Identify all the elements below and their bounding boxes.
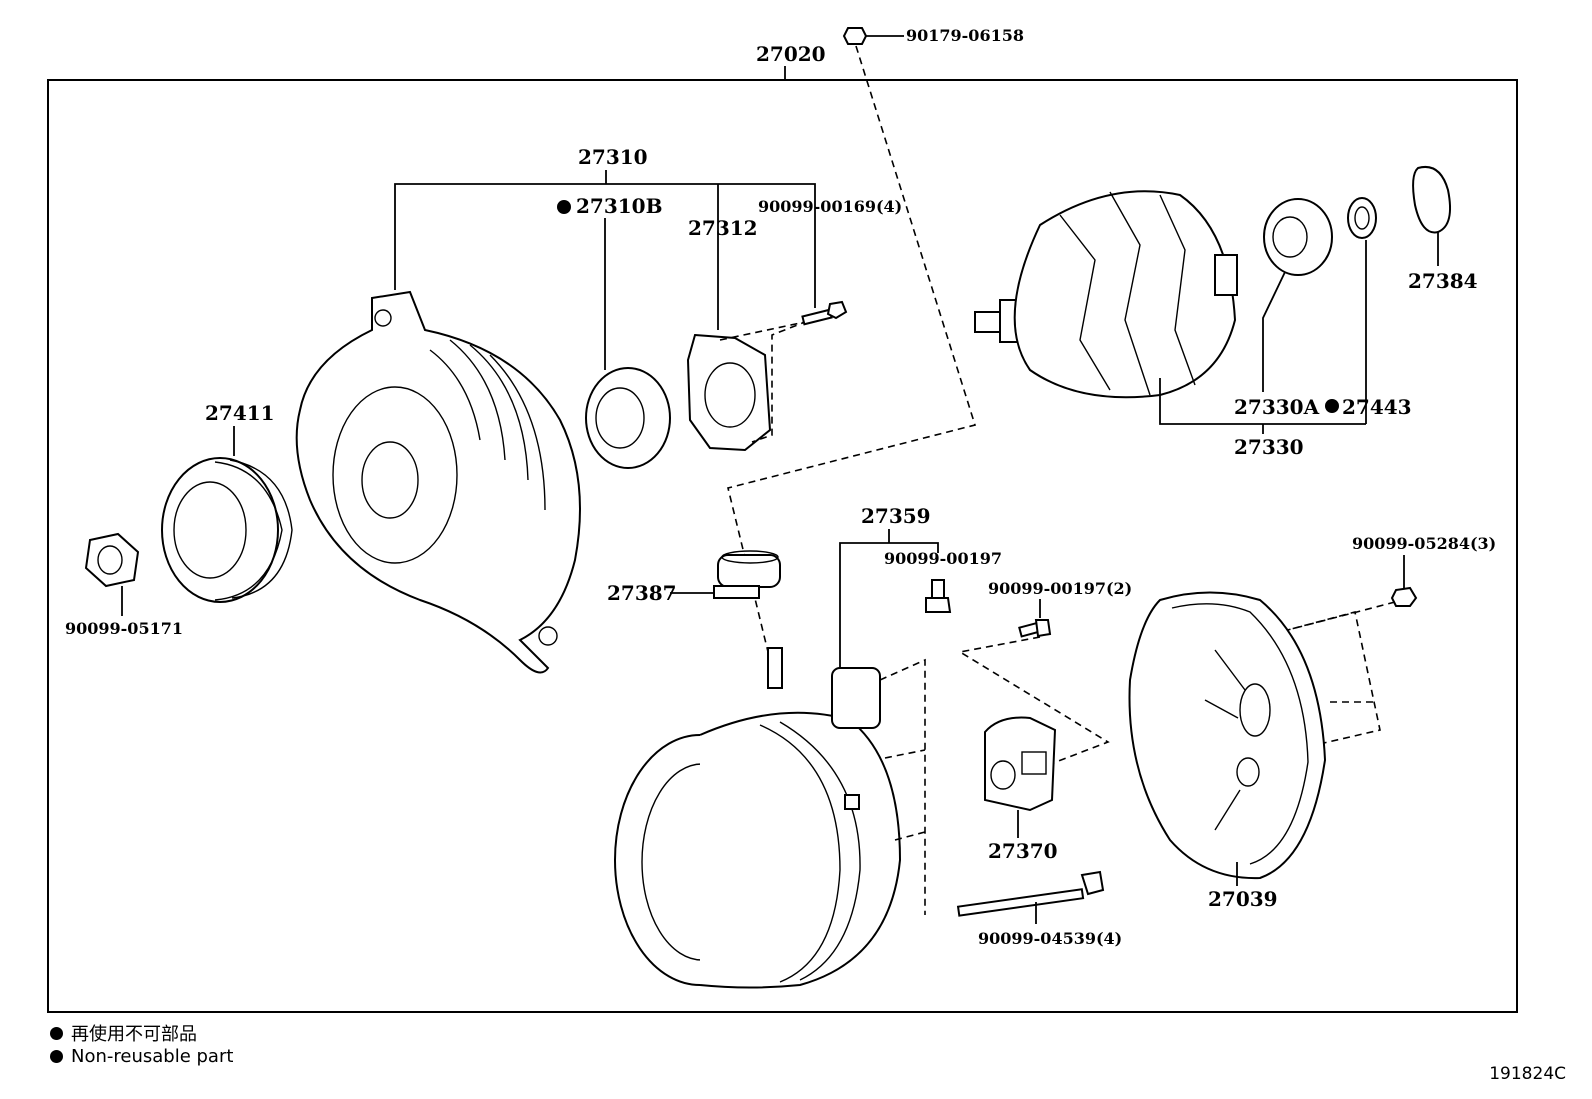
label-90099-00197[interactable]: 90099-00197 bbox=[884, 549, 1002, 568]
ring-rotor-part bbox=[1347, 197, 1377, 239]
screw-rectifier-part bbox=[925, 579, 952, 613]
legend-en: Non-reusable part bbox=[50, 1046, 233, 1067]
legend-en-text: Non-reusable part bbox=[71, 1046, 234, 1067]
non-reusable-dot bbox=[50, 1050, 63, 1063]
cover-plate-part bbox=[1412, 166, 1451, 234]
screw-retainer-part bbox=[801, 300, 848, 326]
label-90099-00197-2[interactable]: 90099-00197(2) bbox=[988, 579, 1132, 598]
label-90179-06158[interactable]: 90179-06158 bbox=[906, 26, 1024, 45]
label-90099-00169[interactable]: 90099-00169(4) bbox=[758, 197, 902, 216]
bearing-rotor-part bbox=[1263, 198, 1333, 276]
label-27312[interactable]: 27312 bbox=[688, 216, 758, 240]
label-27387[interactable]: 27387 bbox=[607, 581, 677, 605]
label-27310[interactable]: 27310 bbox=[578, 145, 648, 169]
label-27411[interactable]: 27411 bbox=[205, 401, 275, 425]
retainer-plate-part bbox=[686, 333, 772, 452]
through-bolt-part bbox=[956, 870, 1105, 917]
bolt-top-part bbox=[842, 27, 868, 45]
legend-jp-text: 再使用不可部品 bbox=[71, 1024, 197, 1045]
label-27330[interactable]: 27330 bbox=[1234, 435, 1304, 459]
figure-code: 191824C bbox=[1489, 1064, 1566, 1084]
terminal-insulator-part bbox=[713, 550, 781, 599]
legend-jp: 再使用不可部品 bbox=[50, 1020, 197, 1046]
label-27370[interactable]: 27370 bbox=[988, 839, 1058, 863]
non-reusable-dot bbox=[557, 200, 571, 214]
assembly-frame bbox=[47, 79, 1518, 1013]
label-27310B[interactable]: 27310B bbox=[576, 194, 662, 218]
drive-end-frame-part bbox=[295, 290, 581, 674]
non-reusable-dot bbox=[50, 1026, 63, 1040]
label-27443[interactable]: 27443 bbox=[1342, 395, 1412, 419]
label-27330A[interactable]: 27330A bbox=[1234, 395, 1320, 419]
label-90099-04539[interactable]: 90099-04539(4) bbox=[978, 929, 1122, 948]
brush-holder-part bbox=[984, 716, 1057, 812]
nut-cover-part bbox=[1390, 586, 1418, 607]
label-27039[interactable]: 27039 bbox=[1208, 887, 1278, 911]
nut-pulley-part bbox=[84, 532, 140, 588]
rear-cover-part bbox=[1128, 591, 1327, 880]
bearing-drive-part bbox=[585, 367, 671, 469]
label-27359[interactable]: 27359 bbox=[861, 504, 931, 528]
label-27020[interactable]: 27020 bbox=[756, 42, 826, 66]
pulley-part bbox=[161, 457, 293, 603]
rectifier-frame-part bbox=[614, 647, 902, 989]
label-90099-05171[interactable]: 90099-05171 bbox=[65, 619, 183, 638]
rotor-part bbox=[974, 190, 1238, 399]
label-90099-05284[interactable]: 90099-05284(3) bbox=[1352, 534, 1496, 553]
label-27384[interactable]: 27384 bbox=[1408, 269, 1478, 293]
screw-brush-part bbox=[1018, 619, 1052, 638]
non-reusable-dot bbox=[1325, 399, 1339, 413]
